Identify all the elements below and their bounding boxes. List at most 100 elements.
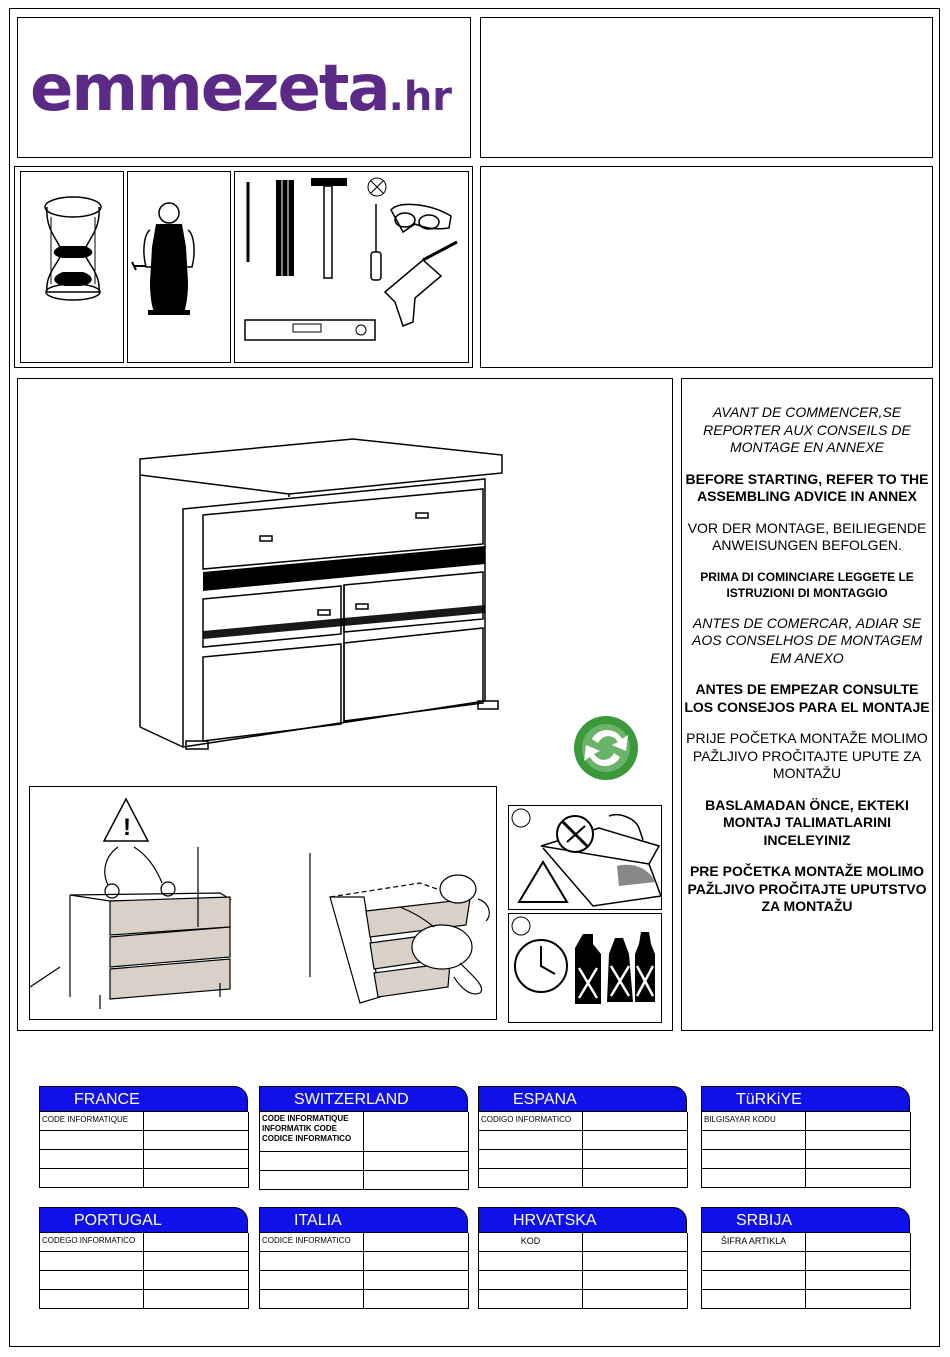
safety-warning-box: !: [29, 786, 497, 1020]
assembly-note: VOR DER MONTAGE, BEILIEGENDE ANWEISUNGEN…: [687, 519, 927, 554]
code-cell[interactable]: [583, 1271, 688, 1290]
code-cell[interactable]: [40, 1169, 144, 1188]
code-cell[interactable]: [40, 1131, 144, 1150]
tools-box: [234, 171, 469, 363]
code-cell[interactable]: [479, 1252, 583, 1271]
code-cell[interactable]: [702, 1290, 806, 1309]
code-cell[interactable]: [806, 1169, 911, 1188]
country-name: FRANCE: [74, 1091, 140, 1108]
code-table: PORTUGAL CODEGO INFORMATICO: [39, 1207, 249, 1309]
assembly-note: AVANT DE COMMENCER,SE REPORTER AUX CONSE…: [703, 404, 911, 455]
code-cell[interactable]: [144, 1290, 249, 1309]
assembly-note: BASLAMADAN ÖNCE, EKTEKI MONTAJ TALIMATLA…: [705, 796, 909, 848]
code-cell[interactable]: [144, 1252, 249, 1271]
tools-illustration: [244, 177, 458, 341]
code-cell[interactable]: [479, 1169, 583, 1188]
code-cell[interactable]: [583, 1233, 688, 1252]
notes-panel: [681, 378, 933, 1031]
assembly-note: PRE POČETKA MONTAŽE MOLIMO PAŽLJIVO PROČ…: [687, 863, 927, 914]
code-cell[interactable]: [806, 1150, 911, 1169]
code-cell[interactable]: [583, 1290, 688, 1309]
code-cell[interactable]: [144, 1169, 249, 1188]
code-cell[interactable]: [364, 1152, 469, 1171]
assembly-note: ANTES DE EMPEZAR CONSULTE LOS CONSEJOS P…: [684, 681, 930, 715]
logo-box: [17, 17, 471, 158]
code-cell[interactable]: [364, 1290, 469, 1309]
code-cell[interactable]: [364, 1112, 469, 1152]
code-label: CODEGO INFORMATICO: [40, 1233, 144, 1252]
code-cell[interactable]: [364, 1252, 469, 1271]
code-cell[interactable]: [702, 1169, 806, 1188]
country-header: SRBIJA: [701, 1207, 910, 1233]
empty-box-middle: [480, 166, 933, 368]
code-cell[interactable]: [479, 1131, 583, 1150]
page-frame: [9, 8, 940, 1347]
assembly-note: PRIMA DI COMINCIARE LEGGETE LE ISTRUZION…: [700, 569, 914, 600]
country-name: PORTUGAL: [74, 1212, 162, 1229]
code-table: FRANCE CODE INFORMATIQUE: [39, 1086, 249, 1188]
surface-warning-box: [508, 805, 663, 910]
country-name: ITALIA: [294, 1212, 342, 1229]
code-cell[interactable]: [40, 1150, 144, 1169]
code-cell[interactable]: [40, 1271, 144, 1290]
code-label: ŠIFRA ARTIKLA: [702, 1233, 806, 1252]
code-cell[interactable]: [583, 1150, 688, 1169]
two-person-icon: [44, 196, 102, 301]
cutter-warning-icon: [511, 808, 663, 907]
code-label: CODE INFORMATIQUE: [40, 1112, 144, 1131]
code-cell[interactable]: [364, 1233, 469, 1252]
code-cell[interactable]: [583, 1252, 688, 1271]
code-cell[interactable]: [806, 1290, 911, 1309]
code-cell[interactable]: [260, 1271, 364, 1290]
code-cell[interactable]: [479, 1290, 583, 1309]
code-cell[interactable]: [40, 1252, 144, 1271]
country-header: HRVATSKA: [478, 1207, 687, 1233]
code-cell[interactable]: [806, 1131, 911, 1150]
code-cell[interactable]: [144, 1131, 249, 1150]
code-cell[interactable]: [806, 1233, 911, 1252]
assembly-note: ANTES DE COMERCAR, ADIAR SE AOS CONSELHO…: [692, 614, 922, 666]
code-cell[interactable]: [364, 1171, 469, 1190]
code-cell[interactable]: [260, 1290, 364, 1309]
code-label: KOD: [479, 1233, 583, 1252]
code-cell[interactable]: [40, 1290, 144, 1309]
country-header: SWITZERLAND: [259, 1086, 468, 1112]
assembly-notes: AVANT DE COMMENCER,SE REPORTER AUX CONSE…: [682, 404, 932, 930]
country-name: SRBIJA: [736, 1212, 793, 1229]
country-name: HRVATSKA: [513, 1212, 597, 1229]
code-cell[interactable]: [702, 1131, 806, 1150]
brand-logo: emmezeta.hr: [30, 52, 452, 126]
safety-illustration: !: [30, 797, 490, 1009]
code-cell[interactable]: [144, 1150, 249, 1169]
code-cell[interactable]: [260, 1252, 364, 1271]
code-cell[interactable]: [583, 1112, 688, 1131]
country-header: ESPANA: [478, 1086, 687, 1112]
country-name: TüRKiYE: [736, 1091, 802, 1108]
code-cell[interactable]: [260, 1152, 364, 1171]
recycle-icon: [574, 716, 638, 780]
code-cell[interactable]: [806, 1112, 911, 1131]
code-cell[interactable]: [583, 1131, 688, 1150]
code-cell[interactable]: [144, 1271, 249, 1290]
code-cell[interactable]: [144, 1112, 249, 1131]
code-cell[interactable]: [479, 1150, 583, 1169]
cleaning-warning-icon: [511, 916, 655, 1004]
code-cell[interactable]: [702, 1252, 806, 1271]
code-cell[interactable]: [260, 1171, 364, 1190]
code-cell[interactable]: [702, 1150, 806, 1169]
code-cell[interactable]: [479, 1271, 583, 1290]
code-cell[interactable]: [583, 1169, 688, 1188]
empty-box-top: [480, 17, 933, 158]
country-header: PORTUGAL: [39, 1207, 248, 1233]
code-cell[interactable]: [806, 1271, 911, 1290]
code-cell[interactable]: [364, 1271, 469, 1290]
worker-box: [127, 171, 231, 363]
cleaning-warning-box: [508, 913, 662, 1023]
code-cell[interactable]: [144, 1233, 249, 1252]
code-cell[interactable]: [702, 1271, 806, 1290]
code-table: TüRKiYE BILGISAYAR KODU: [701, 1086, 911, 1188]
worker-icon: [131, 202, 195, 315]
code-label: BILGISAYAR KODU: [702, 1112, 806, 1131]
code-cell[interactable]: [806, 1252, 911, 1271]
